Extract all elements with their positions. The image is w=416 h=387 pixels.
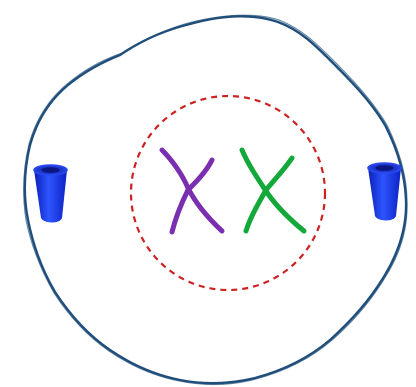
- purple-chromosome: [162, 150, 222, 232]
- green-chromosome: [242, 150, 304, 231]
- cell-membrane-texture: [24, 15, 407, 384]
- nuclear-region-outline: [131, 96, 325, 290]
- right-centrosome: [368, 163, 401, 221]
- left-centrosome: [34, 165, 67, 223]
